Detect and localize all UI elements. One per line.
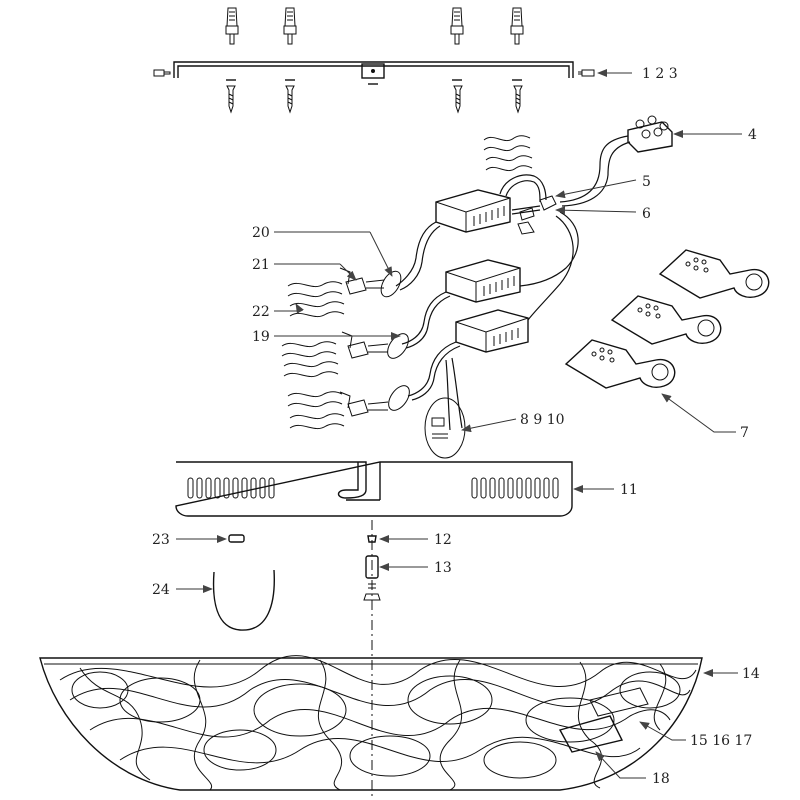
- part-cable-loop: [212, 569, 275, 631]
- callout-labels: 1 2 3 4 5 6 7 8 9 10 11 12 13 14 15 16 1…: [152, 66, 760, 787]
- wire-wave-symbols: [281, 135, 533, 430]
- detail-inset: [424, 397, 466, 459]
- label-6: 6: [642, 206, 651, 222]
- base-plate: [175, 461, 573, 517]
- label-12: 12: [434, 532, 452, 548]
- label-24: 24: [152, 582, 170, 598]
- woven-shade: [39, 655, 703, 791]
- label-19: 19: [252, 329, 270, 345]
- label-14: 14: [742, 666, 760, 682]
- part-cap: [363, 593, 381, 601]
- driver-middle: [445, 259, 521, 303]
- label-11: 11: [620, 482, 638, 498]
- terminal-block: [559, 115, 673, 207]
- wiring: [339, 174, 579, 431]
- label-1-2-3: 1 2 3: [642, 66, 678, 82]
- driver-upper: [435, 189, 511, 233]
- driver-lower: [455, 309, 529, 353]
- vent-slots-right: [471, 477, 559, 499]
- label-13: 13: [434, 560, 452, 576]
- small-parts: [212, 534, 381, 631]
- shade-lamp-tube: [558, 715, 624, 753]
- label-15-16-17: 15 16 17: [690, 733, 752, 749]
- screws-lower: [226, 85, 523, 114]
- vent-slots-left: [187, 477, 275, 499]
- wall-anchors-upper: [225, 7, 524, 45]
- brackets: [564, 249, 770, 389]
- label-23: 23: [152, 532, 170, 548]
- label-20: 20: [252, 225, 270, 241]
- part-pin: [228, 534, 245, 543]
- label-4: 4: [748, 127, 757, 143]
- part-spacer: [365, 555, 379, 579]
- label-5: 5: [642, 174, 651, 190]
- label-8-9-10: 8 9 10: [520, 412, 565, 428]
- label-7: 7: [740, 425, 749, 441]
- label-21: 21: [252, 257, 270, 273]
- leader-lines: [176, 69, 742, 779]
- part-nut: [367, 535, 377, 543]
- mounting-bar: [153, 61, 595, 85]
- label-18: 18: [652, 771, 670, 787]
- label-22: 22: [252, 304, 270, 320]
